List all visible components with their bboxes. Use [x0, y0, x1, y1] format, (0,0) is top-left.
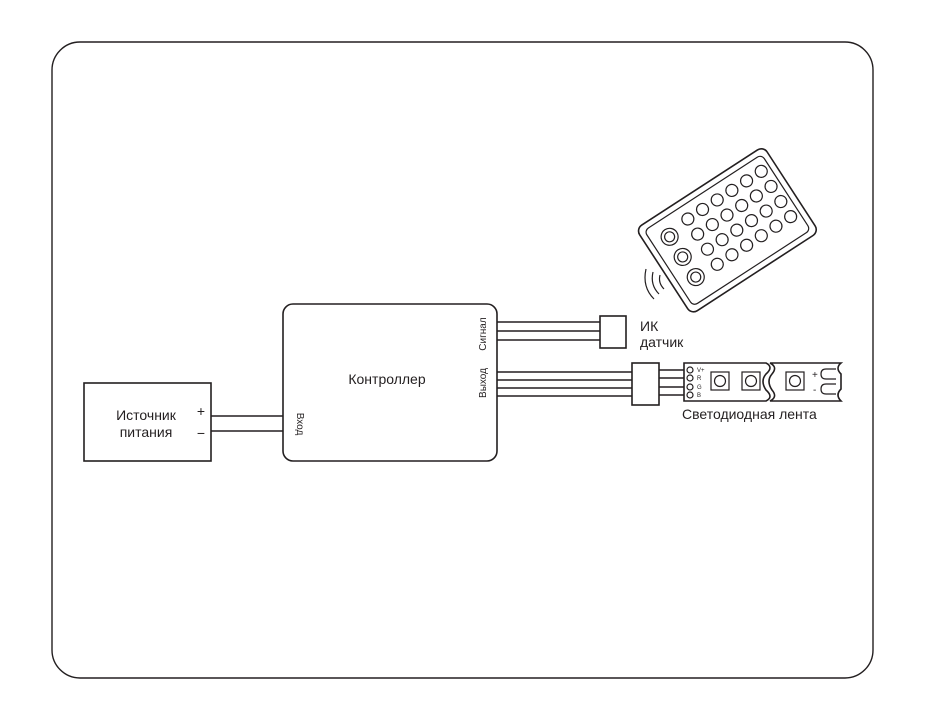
- power-plus-sign: +: [197, 403, 205, 419]
- strip-pad-b: [686, 391, 694, 399]
- strip-pad-r: [686, 374, 694, 382]
- remote-buttons: [660, 164, 798, 287]
- remote-button: [754, 229, 768, 243]
- strip-minus-sign: -: [813, 385, 816, 396]
- remote-button: [764, 179, 778, 194]
- diagram-frame: [51, 41, 874, 679]
- remote-button: [744, 213, 759, 228]
- remote-button: [774, 194, 788, 209]
- remote-button: [700, 242, 715, 256]
- remote-button: [725, 248, 739, 262]
- strip-led-1: [710, 371, 730, 391]
- remote-button: [784, 210, 798, 224]
- ir-remote-icon: [637, 148, 818, 313]
- remote-large-button: [660, 227, 679, 246]
- remote-button: [769, 219, 783, 233]
- strip-pin-vplus: V+: [697, 368, 705, 374]
- strip-led-2-lens: [744, 374, 758, 388]
- ir-sensor-label-line2: датчик: [640, 334, 684, 350]
- power-supply-block: Источник питания + −: [83, 382, 212, 462]
- ir-wave-2: [651, 271, 660, 295]
- power-supply-box: [83, 382, 212, 462]
- strip-led-3: [785, 371, 805, 391]
- strip-end-pad-lower: [820, 383, 836, 395]
- remote-button: [710, 193, 724, 207]
- controller-signal-label: Сигнал: [478, 317, 489, 351]
- led-strip-segment-2: [768, 362, 844, 402]
- strip-end-pad-upper: [820, 368, 836, 380]
- led-strip-block: V+ R G B + - Светодиодная лента: [682, 362, 844, 422]
- ir-sensor-label-line1: ИК: [640, 318, 659, 334]
- controller-output-label: Выход: [478, 368, 489, 398]
- power-minus-sign: −: [197, 425, 205, 441]
- remote-button: [749, 189, 763, 203]
- remote-button: [730, 223, 744, 237]
- remote-button: [725, 183, 739, 198]
- remote-button: [735, 198, 749, 213]
- remote-large-button-center: [677, 251, 689, 263]
- strip-led-1-lens: [713, 374, 727, 388]
- controller-box: [282, 303, 498, 462]
- power-supply-label-line1: Источник: [116, 407, 177, 423]
- remote-body: [637, 148, 818, 313]
- strip-plus-sign: +: [812, 370, 818, 381]
- remote-large-button: [686, 267, 705, 287]
- remote-button: [715, 233, 729, 247]
- remote-button: [681, 212, 695, 226]
- ir-wave-3: [644, 268, 655, 300]
- remote-large-button-center: [690, 271, 702, 283]
- led-strip-label: Светодиодная лента: [682, 406, 817, 422]
- remote-button: [710, 257, 724, 271]
- remote-button: [705, 217, 719, 232]
- ir-wave-1: [658, 274, 665, 290]
- strip-pin-g: G: [697, 385, 702, 391]
- remote-button: [759, 204, 773, 218]
- remote-button: [720, 208, 734, 222]
- controller-input-label: Вход: [294, 413, 305, 436]
- remote-large-button-center: [664, 231, 676, 243]
- strip-pin-r: R: [697, 376, 702, 382]
- controller-title: Контроллер: [348, 371, 425, 387]
- strip-led-2: [741, 371, 761, 391]
- controller-block: Контроллер Вход Сигнал Выход: [282, 303, 498, 462]
- strip-connector: [631, 362, 660, 406]
- remote-button: [754, 164, 768, 178]
- ir-signal-waves-icon: [644, 268, 665, 300]
- remote-button: [695, 202, 710, 217]
- remote-button: [739, 174, 754, 188]
- led-strip-segment-1: [683, 362, 771, 402]
- remote-button: [691, 227, 705, 241]
- remote-inner-edge: [645, 155, 810, 305]
- strip-led-3-lens: [788, 374, 802, 388]
- strip-pad-g: [686, 383, 694, 391]
- ir-sensor-connector: [599, 315, 627, 349]
- strip-pad-v: [686, 366, 694, 374]
- ir-sensor-block: ИК датчик: [599, 315, 684, 350]
- remote-large-button: [673, 247, 692, 267]
- strip-pin-b: B: [697, 393, 701, 399]
- remote-button: [740, 238, 754, 252]
- power-supply-label-line2: питания: [120, 424, 173, 440]
